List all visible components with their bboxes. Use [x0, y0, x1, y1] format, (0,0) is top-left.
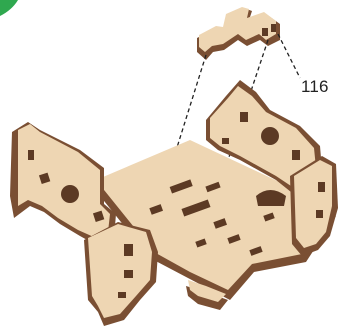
left-wall: [10, 122, 116, 246]
corner-accent: [0, 0, 18, 16]
front-wall: [84, 222, 158, 326]
part-116: [197, 7, 280, 60]
part-number-label: 116: [301, 77, 329, 97]
